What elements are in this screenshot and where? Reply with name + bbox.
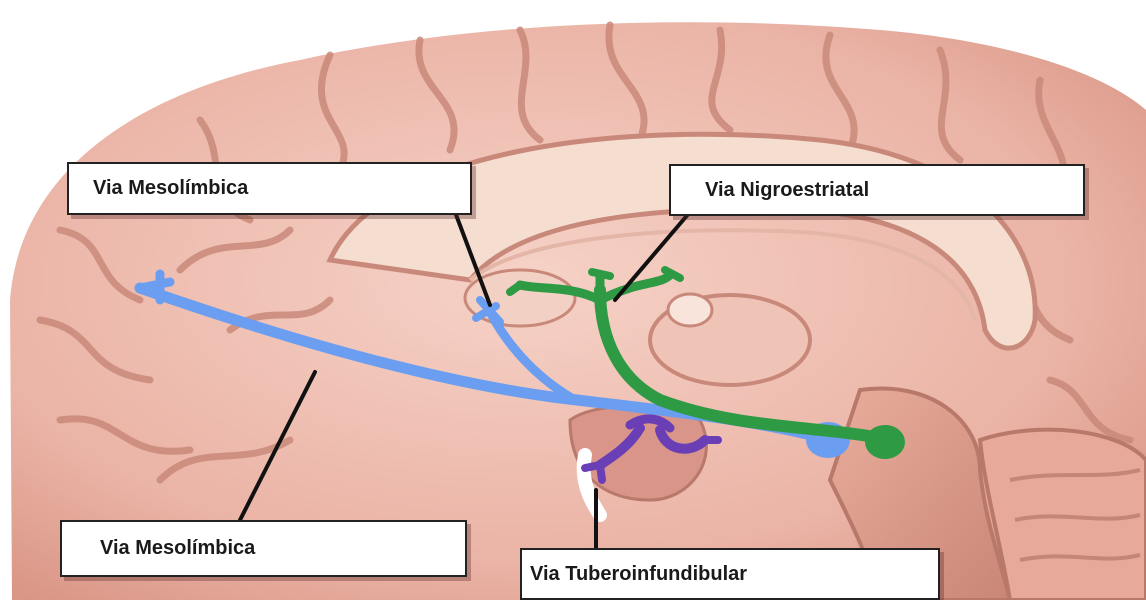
- label-mesolimbic-top-text: Via Mesolímbica: [93, 177, 248, 200]
- label-mesolimbic-bottom: Via Mesolímbica: [60, 520, 467, 577]
- label-tuberoinfundibular: Via Tuberoinfundibular: [520, 548, 940, 600]
- label-mesolimbic-bottom-text: Via Mesolímbica: [100, 537, 255, 560]
- label-tuberoinfundibular-text: Via Tuberoinfundibular: [530, 563, 747, 586]
- substantia-nigra-green: [865, 425, 905, 459]
- label-nigrostriatal-text: Via Nigroestriatal: [705, 179, 869, 202]
- label-nigrostriatal: Via Nigroestriatal: [669, 164, 1085, 216]
- label-mesolimbic-top: Via Mesolímbica: [67, 162, 472, 215]
